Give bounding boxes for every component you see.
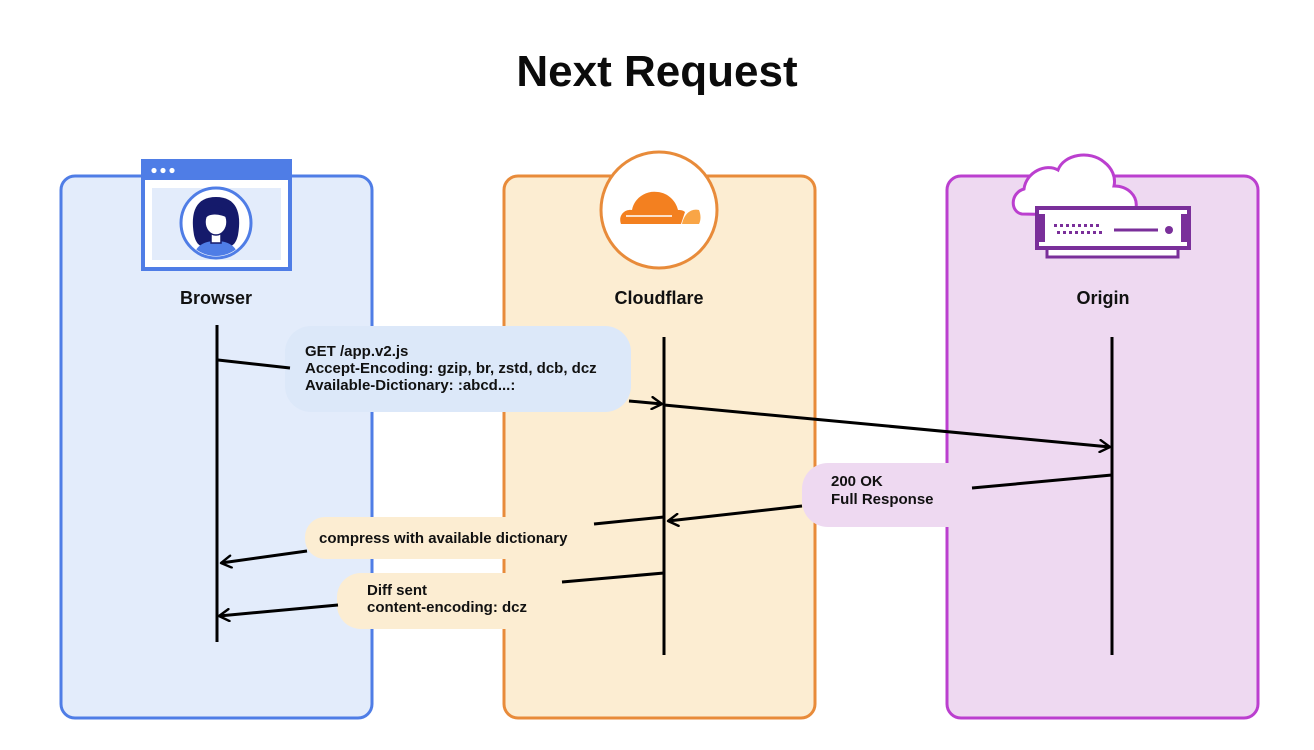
- request-bubble: [285, 326, 631, 412]
- cloudflare-logo-icon: [599, 150, 719, 270]
- diff-line-1: Diff sent: [367, 582, 427, 599]
- origin-response-arrow: [668, 504, 803, 521]
- origin-response-arrow-tail: [971, 473, 1113, 490]
- lane-label-cloudflare: Cloudflare: [614, 288, 703, 308]
- server-cloud-icon: [1011, 153, 1191, 259]
- diff-line-2: content-encoding: dcz: [367, 599, 527, 616]
- lane-label-browser: Browser: [180, 288, 252, 308]
- diagram-title: Next Request: [516, 47, 798, 96]
- compress-arrow-tail: [593, 515, 665, 526]
- request-line-2: Accept-Encoding: gzip, br, zstd, dcb, dc…: [305, 360, 597, 377]
- origin-response-line-1: 200 OK: [831, 473, 883, 490]
- origin-response-bubble: [802, 463, 997, 527]
- origin-response-line-2: Full Response: [831, 491, 934, 508]
- diff-bubble: [337, 573, 565, 629]
- compress-bubble: [305, 517, 605, 559]
- compress-line-1: compress with available dictionary: [319, 530, 568, 547]
- diff-arrow-tail: [561, 571, 665, 584]
- request-line-1: GET /app.v2.js: [305, 343, 408, 360]
- request-arrow-to-cloudflare: [628, 401, 662, 404]
- request-arrow-tail: [217, 358, 291, 370]
- request-arrow-to-origin: [663, 403, 1110, 447]
- compress-arrow: [221, 549, 308, 563]
- user-avatar-icon: [141, 159, 292, 271]
- diff-arrow: [219, 603, 339, 616]
- lane-label-origin: Origin: [1077, 288, 1130, 308]
- request-line-3: Available-Dictionary: :abcd...:: [305, 377, 515, 394]
